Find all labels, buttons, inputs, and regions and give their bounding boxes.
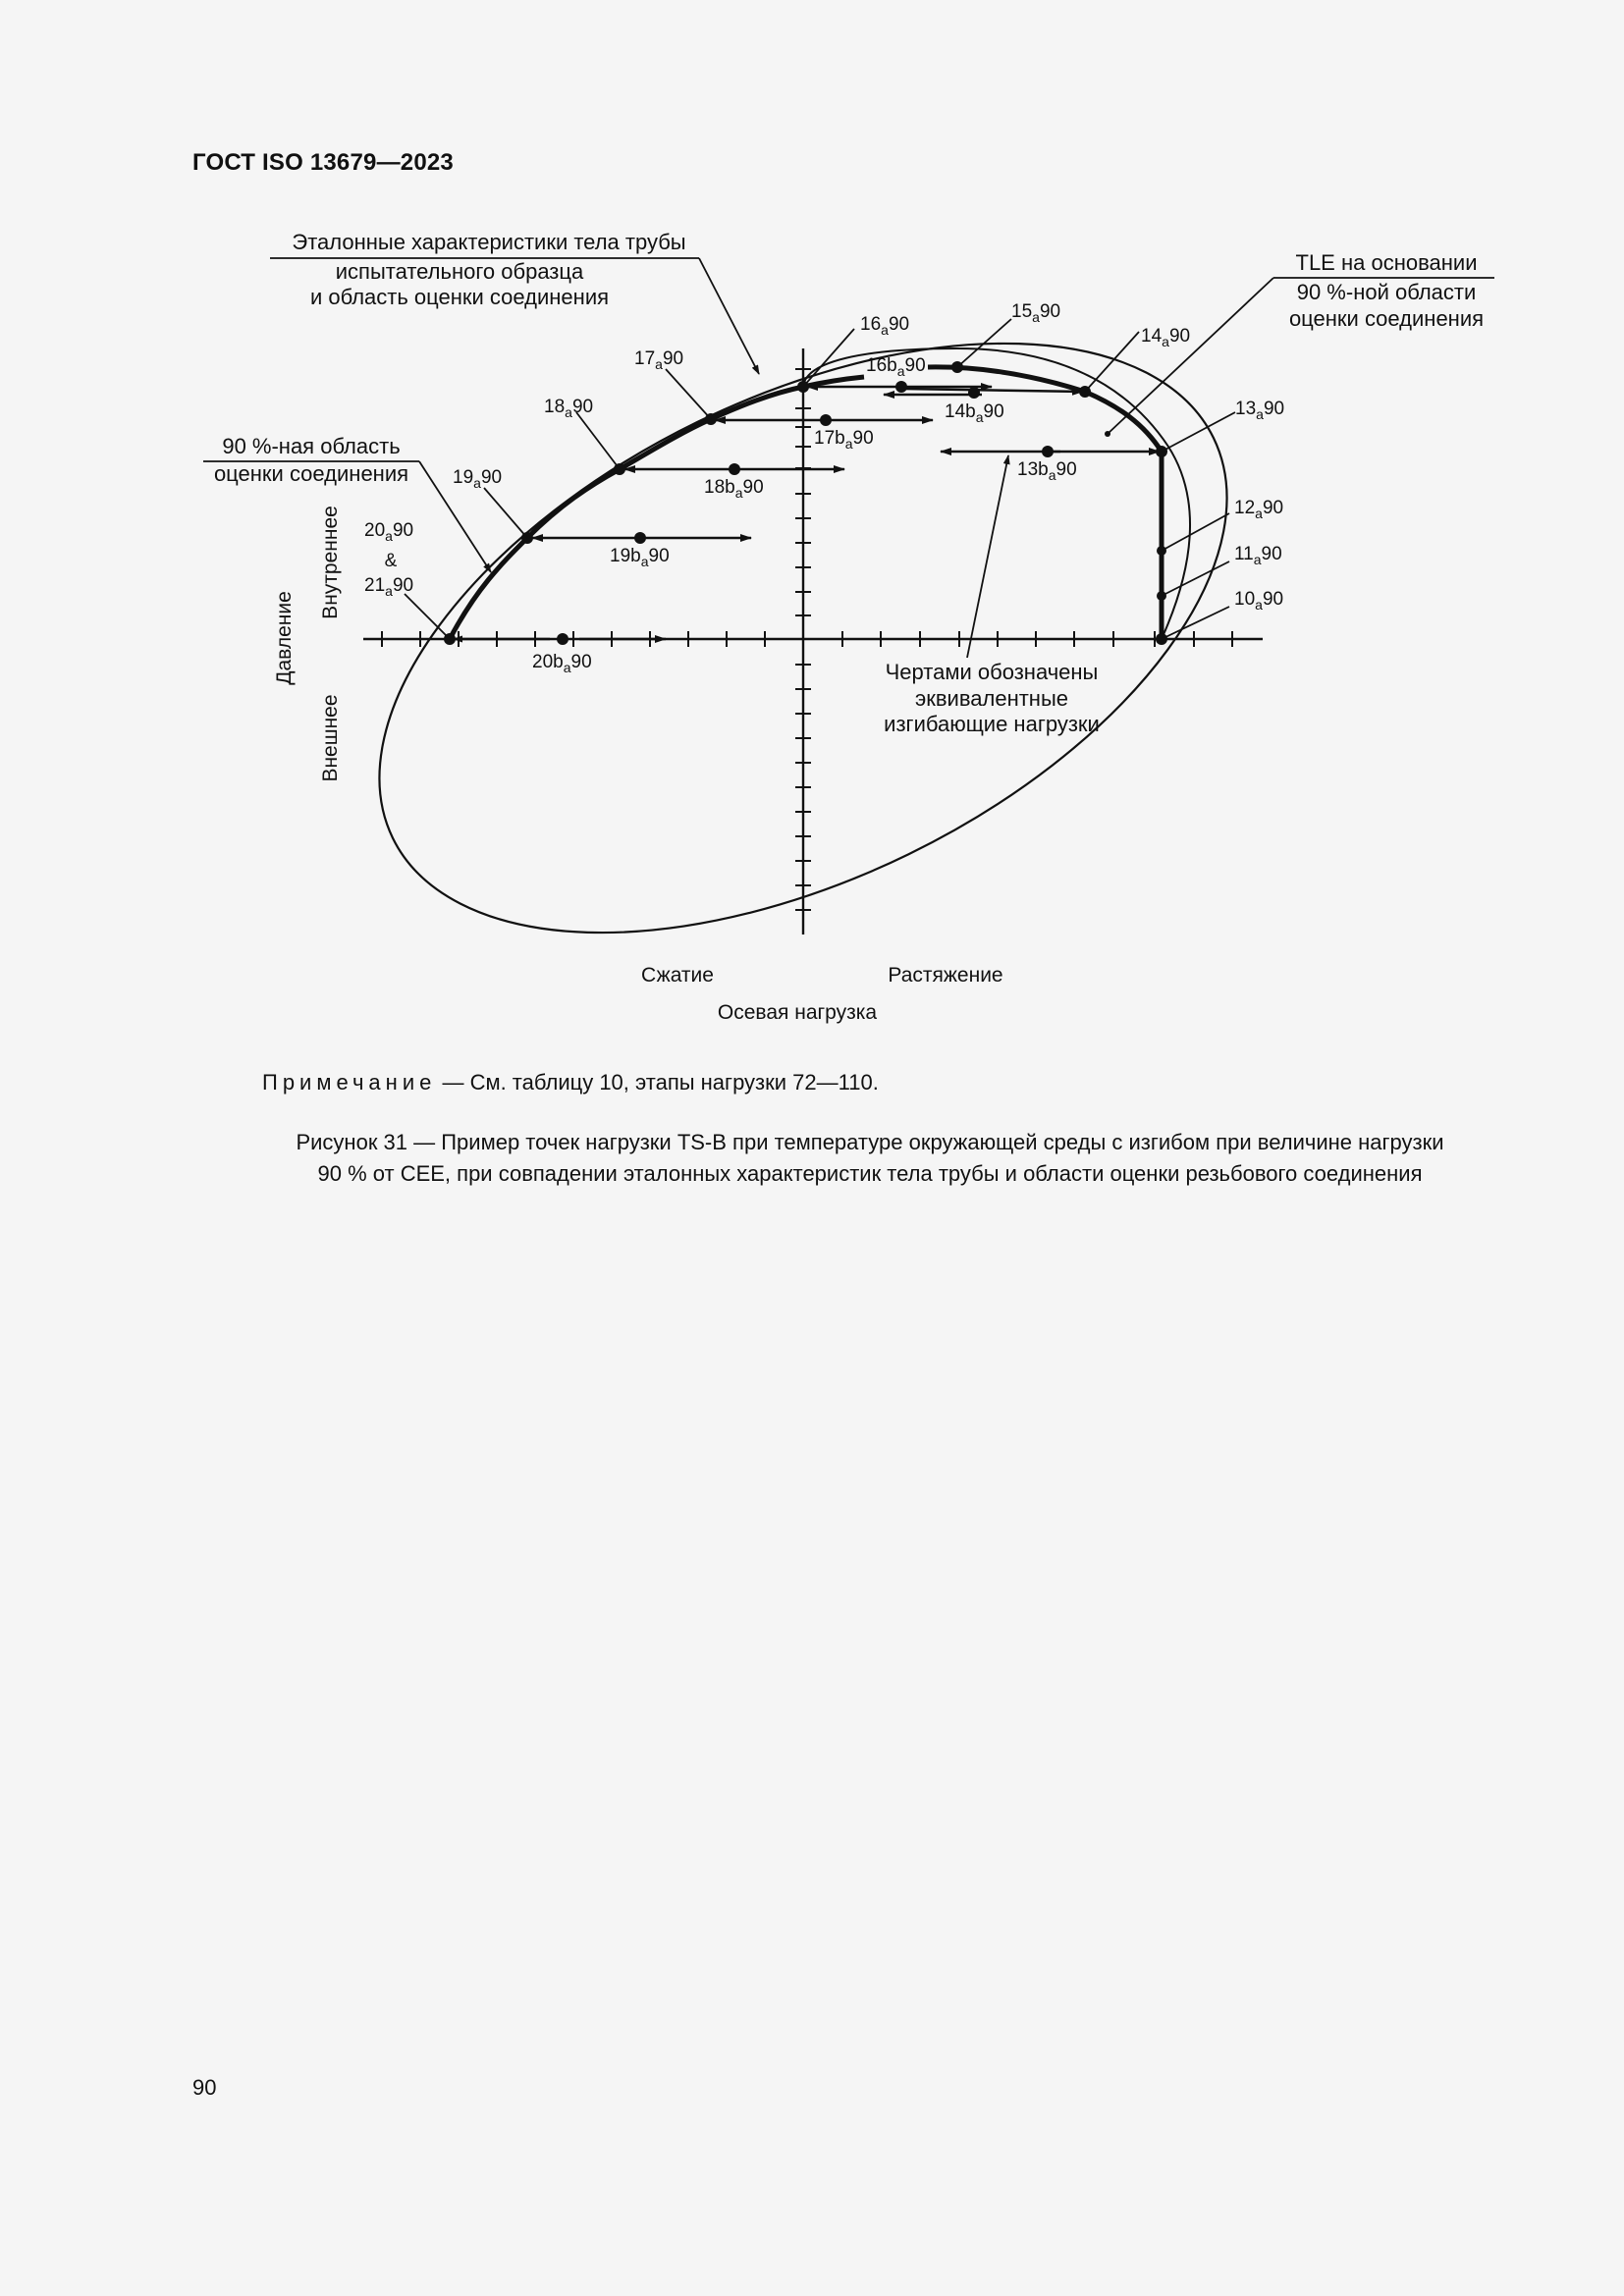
document-header: ГОСТ ISO 13679—2023	[192, 149, 454, 176]
y-axis	[795, 348, 811, 934]
svg-text:20ba90: 20ba90	[532, 652, 592, 675]
point-20ba90	[557, 633, 568, 645]
point-labels: 10a90 11a90 12a90 13a90 14a90 15a90 16a9…	[364, 301, 1284, 675]
point-18ba90	[729, 463, 740, 475]
tle-curve	[802, 347, 1191, 640]
svg-text:18ba90: 18ba90	[704, 477, 764, 501]
y-axis-title: Давление	[273, 591, 296, 685]
svg-text:18a90: 18a90	[544, 397, 593, 420]
caption-line-2: 90 % от CEE, при совпадении эталонных ха…	[317, 1161, 1423, 1186]
x-axis-positive-label: Растяжение	[888, 964, 1002, 987]
svg-text:изгибающие нагрузки: изгибающие нагрузки	[884, 712, 1100, 736]
svg-text:19ba90: 19ba90	[610, 546, 670, 569]
svg-text:13a90: 13a90	[1235, 399, 1284, 422]
svg-text:эквивалентные: эквивалентные	[915, 686, 1068, 711]
svg-text:90 %-ная область: 90 %-ная область	[222, 434, 400, 458]
point-16ba90	[895, 381, 907, 393]
page-number: 90	[192, 2075, 217, 2100]
svg-text:20a90: 20a90	[364, 520, 413, 544]
svg-text:&: &	[385, 551, 398, 571]
svg-text:17ba90: 17ba90	[814, 428, 874, 452]
point-14ba90	[968, 387, 980, 399]
svg-text:11a90: 11a90	[1234, 544, 1282, 567]
point-13ba90	[1042, 446, 1054, 457]
svg-text:10a90: 10a90	[1234, 589, 1283, 613]
svg-text:Чертами обозначены: Чертами обозначены	[886, 660, 1099, 684]
svg-text:16ba90: 16ba90	[866, 355, 926, 379]
x-axis-negative-label: Сжатие	[641, 964, 714, 987]
bending-callout: Чертами обозначены эквивалентные изгибаю…	[884, 660, 1100, 736]
point-19ba90	[634, 532, 646, 544]
pipe-body-ellipse	[378, 342, 1228, 934]
point-17ba90	[820, 414, 832, 426]
svg-text:и область оценки соединения: и область оценки соединения	[310, 285, 609, 309]
svg-text:оценки соединения: оценки соединения	[214, 461, 408, 486]
svg-text:12a90: 12a90	[1234, 498, 1283, 521]
y-axis-positive-label: Внутреннее	[319, 506, 342, 619]
region-90-callout: 90 %-ная область оценки соединения	[214, 434, 408, 486]
tle-callout: TLE на основании 90 %-ной области оценки…	[1289, 250, 1484, 331]
svg-text:Эталонные характеристики тела: Эталонные характеристики тела трубы	[292, 230, 685, 254]
svg-text:90 %-ной области: 90 %-ной области	[1297, 280, 1477, 304]
note-label: Примечание	[262, 1070, 437, 1095]
svg-text:14ba90: 14ba90	[945, 401, 1004, 425]
svg-text:19a90: 19a90	[453, 467, 502, 491]
svg-text:испытательного образца: испытательного образца	[336, 259, 584, 284]
leader-lines	[203, 257, 1494, 659]
caption-line-1: Рисунок 31 — Пример точек нагрузки TS-B …	[296, 1130, 1444, 1154]
figure-caption: Рисунок 31 — Пример точек нагрузки TS-B …	[192, 1127, 1547, 1190]
svg-text:TLE на основании: TLE на основании	[1296, 250, 1478, 275]
load-envelope-diagram: Эталонные характеристики тела трубы испы…	[203, 230, 1494, 1024]
svg-text:13ba90: 13ba90	[1017, 459, 1077, 483]
x-axis-title: Осевая нагрузка	[718, 1001, 877, 1024]
note-text: — См. таблицу 10, этапы нагрузки 72—110.	[436, 1070, 879, 1095]
svg-text:21a90: 21a90	[364, 575, 413, 599]
pipe-body-callout: Эталонные характеристики тела трубы испы…	[292, 230, 685, 309]
svg-text:оценки соединения: оценки соединения	[1289, 306, 1484, 331]
bending-load-arrows	[453, 383, 1161, 643]
svg-text:17a90: 17a90	[634, 348, 683, 372]
svg-text:16a90: 16a90	[860, 314, 909, 338]
svg-text:15a90: 15a90	[1011, 301, 1060, 325]
svg-text:14a90: 14a90	[1141, 326, 1190, 349]
y-axis-negative-label: Внешнее	[319, 694, 342, 781]
figure-note: Примечание — См. таблицу 10, этапы нагру…	[262, 1070, 879, 1095]
